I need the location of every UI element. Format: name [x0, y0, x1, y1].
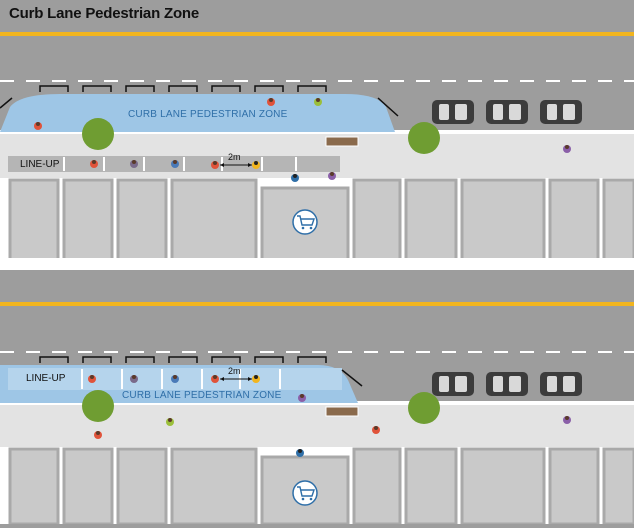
pedestrian: [267, 98, 275, 106]
barrier-row: [0, 85, 399, 117]
pedestrian: [298, 394, 306, 402]
parked-car: [540, 100, 582, 124]
pedestrian: [563, 145, 571, 153]
pedestrian-zone-label: CURB LANE PEDESTRIAN ZONE: [122, 390, 282, 401]
lineup-label: LINE-UP: [26, 373, 66, 384]
parked-car: [486, 100, 528, 124]
parked-car: [432, 372, 474, 396]
tree: [408, 122, 440, 154]
pedestrian: [296, 449, 304, 457]
parked-car: [486, 372, 528, 396]
pedestrian: [171, 375, 179, 383]
scenario-1-drawing: [0, 32, 634, 266]
lineup-label: LINE-UP: [20, 159, 60, 170]
building-row: [8, 178, 634, 266]
pedestrian: [372, 426, 380, 434]
tree: [82, 390, 114, 422]
shopping-cart-icon: [292, 480, 318, 506]
parked-car: [432, 100, 474, 124]
pedestrian: [166, 418, 174, 426]
pedestrian: [130, 375, 138, 383]
bench: [325, 136, 359, 147]
pedestrian: [252, 161, 260, 169]
building-row: [8, 447, 634, 524]
pedestrian: [130, 160, 138, 168]
pedestrian-zone-label: CURB LANE PEDESTRIAN ZONE: [128, 109, 288, 120]
pedestrian: [328, 172, 336, 180]
barrier-row: [39, 356, 363, 387]
pedestrian: [90, 160, 98, 168]
yellow-center-line: [0, 32, 634, 36]
scenario-2-street: CURB LANE PEDESTRIAN ZONE LINE-UP 2m: [0, 270, 634, 528]
pedestrian: [88, 375, 96, 383]
distance-label: 2m: [228, 366, 241, 376]
pedestrian: [34, 122, 42, 130]
parked-car: [540, 372, 582, 396]
bench: [325, 406, 359, 417]
shopping-cart-icon: [292, 209, 318, 235]
yellow-center-line: [0, 302, 634, 306]
pedestrian: [94, 431, 102, 439]
tree: [408, 392, 440, 424]
pedestrian: [211, 375, 219, 383]
tree: [82, 118, 114, 150]
lineup-markers: [63, 157, 297, 171]
diagram-title: Curb Lane Pedestrian Zone: [9, 5, 200, 22]
pedestrian: [252, 375, 260, 383]
pedestrian: [563, 416, 571, 424]
pedestrian: [171, 160, 179, 168]
pedestrian: [211, 161, 219, 169]
scenario-2-drawing: [0, 302, 634, 524]
scenario-1-street: CURB LANE PEDESTRIAN ZONE LINE-UP 2m: [0, 8, 634, 266]
distance-label: 2m: [228, 152, 241, 162]
panel-separator: [0, 258, 634, 270]
pedestrian: [291, 174, 299, 182]
pedestrian: [314, 98, 322, 106]
